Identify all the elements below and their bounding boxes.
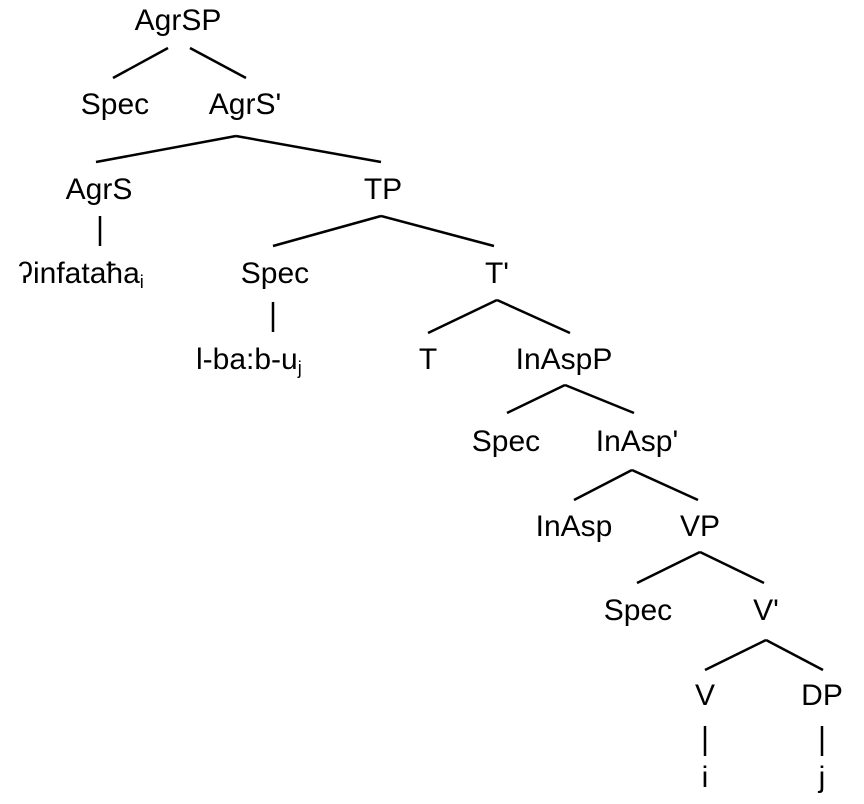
tree-edges [95, 46, 824, 756]
word-spec-t: l-ba:b-uj [196, 343, 302, 378]
node-spec-agrs: Spec [81, 88, 149, 121]
edge-vbar-dp [765, 638, 824, 672]
node-v: V [695, 679, 715, 712]
trace-dp: j [818, 761, 826, 794]
node-spec-inasp: Spec [472, 425, 540, 458]
edge-tbar-t [427, 298, 498, 335]
node-inasp: InAsp [536, 510, 613, 543]
node-agrsp: AgrSP [135, 4, 222, 37]
word-agrs: ʔinfataħai [18, 257, 144, 292]
word-agrs-text: ʔinfataħa [18, 257, 140, 290]
node-tp: TP [364, 173, 402, 206]
edge-inaspp-spec [506, 383, 566, 415]
edge-inaspp-inaspbar [564, 383, 635, 415]
edge-vp-spec [636, 550, 701, 585]
node-inaspp: InAspP [516, 343, 613, 376]
trace-v: i [702, 761, 709, 794]
node-spec-v: Spec [604, 594, 672, 627]
edge-tp-spec [272, 214, 382, 248]
edge-agrsp-spec [112, 46, 169, 80]
edge-tp-tbar [380, 214, 495, 248]
node-t-bar: T' [485, 257, 509, 290]
word-spec-t-index: j [297, 358, 302, 378]
word-agrs-index: i [140, 272, 144, 292]
node-dp: DP [801, 679, 843, 712]
node-v-bar: V' [753, 594, 779, 627]
edge-agrsp-agrsbar [189, 46, 247, 80]
edge-tbar-inaspp [496, 298, 571, 335]
node-agrs: AgrS [66, 173, 133, 206]
node-spec-t: Spec [241, 257, 309, 290]
edge-inaspbar-inasp [573, 468, 633, 502]
node-agrs-bar: AgrS' [209, 88, 281, 121]
node-t: T [419, 343, 437, 376]
node-vp: VP [680, 510, 720, 543]
edge-agrsbar-tp [235, 134, 382, 164]
edge-inaspbar-vp [631, 468, 699, 502]
node-inasp-bar: InAsp' [596, 425, 678, 458]
tree-nodes: AgrSP Spec AgrS' AgrS TP ʔinfataħai Spec… [18, 4, 843, 794]
word-spec-t-text: l-ba:b-u [196, 343, 298, 376]
edge-vp-vbar [699, 550, 765, 585]
edge-agrsbar-agrs [95, 134, 237, 164]
edge-vbar-v [704, 638, 767, 672]
